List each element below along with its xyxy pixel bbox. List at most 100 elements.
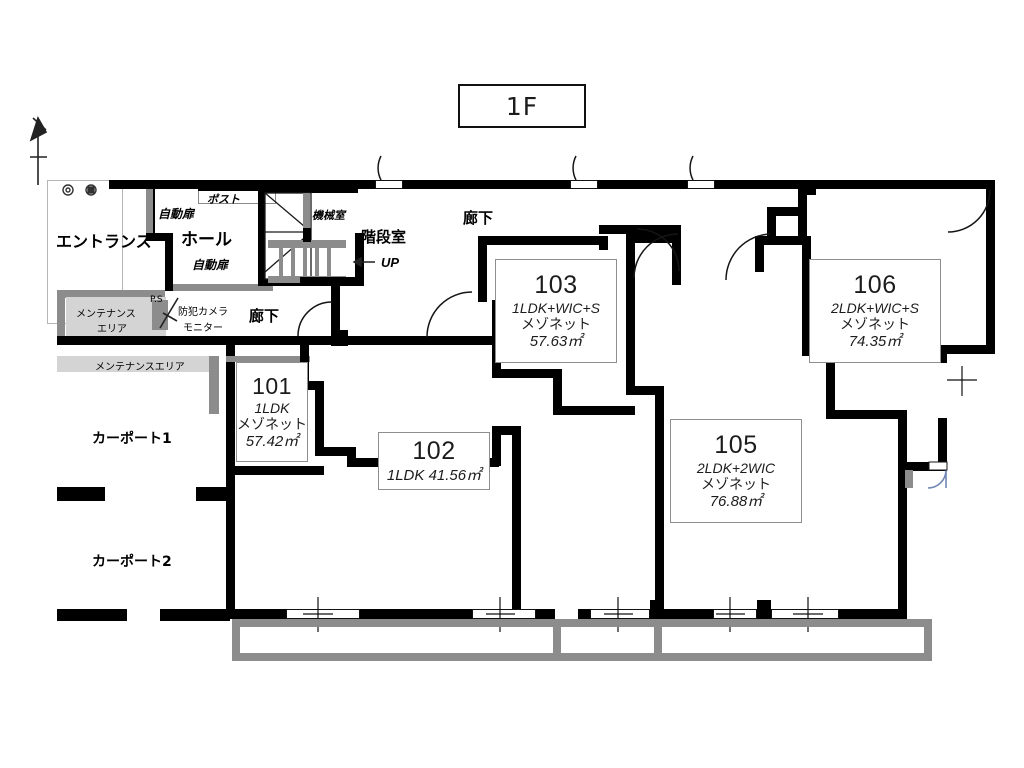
wall-hall-left: [165, 233, 173, 291]
maintenance-area-inner-box: [66, 297, 166, 337]
wall-bottom-seg-6: [653, 609, 713, 619]
maintenance-area-bar: [57, 356, 219, 372]
unit-box-105[interactable]: 105 2LDK+2WIC メゾネット 76.88㎡: [670, 419, 802, 523]
unit-box-106[interactable]: 106 2LDK+WIC+S メゾネット 74.35㎡: [809, 259, 941, 363]
unit-106-style: メゾネット: [840, 316, 910, 333]
wall-105-right-mid: [826, 347, 835, 419]
door-arc-top-2: [572, 155, 577, 181]
wall-machine-room-stub: [303, 228, 311, 242]
wall-105-top: [755, 236, 811, 245]
window-bottom-5: [771, 609, 839, 619]
wall-105-left-jog: [626, 386, 664, 395]
label-corridor-top: 廊下: [463, 209, 494, 227]
balcony-right-edge: [924, 619, 932, 661]
label-carport-1: カーポート1: [92, 431, 172, 447]
wall-101-jog: [300, 381, 324, 390]
wall-101-left: [226, 345, 235, 475]
label-carport-2: カーポート2: [92, 554, 172, 570]
label-post: ポスト: [207, 193, 240, 206]
label-auto-door-2: 自動扉: [192, 258, 229, 272]
wall-corridor-left-stub: [331, 336, 340, 346]
label-auto-door-1: 自動扉: [158, 207, 195, 221]
wall-right-win-bottom: [938, 418, 947, 470]
wall-entrance-top-stub: [109, 180, 125, 189]
gray-auto-door-1: [146, 189, 153, 233]
wall-plan-right-lower: [898, 462, 907, 618]
unit-102-type: 1LDK 41.56㎡: [386, 466, 482, 484]
wall-hall-left-jog: [146, 233, 172, 241]
carport-mark-4: [160, 609, 230, 621]
carport-mark-2: [196, 487, 226, 501]
label-maintenance-inner-2: エリア: [97, 324, 127, 335]
wall-103-bottom-step: [553, 369, 562, 415]
gray-auto-door-2: [173, 284, 273, 291]
gray-entrance-sill-left: [57, 290, 65, 342]
wall-106-left-upper: [798, 186, 807, 238]
window-right-106: [939, 363, 946, 418]
floor-label-box: 1F: [458, 84, 586, 128]
window-bottom-4: [713, 609, 757, 619]
wall-stair-top: [258, 186, 358, 193]
balcony-divider-1: [553, 619, 561, 661]
gray-machine-room-wall: [303, 193, 310, 241]
label-stair-room: 階段室: [361, 228, 407, 246]
label-maintenance-inner-1: メンテナンス: [76, 309, 136, 320]
unit-103-area: 57.63㎡: [529, 333, 583, 351]
wall-stairroom-bottom: [300, 277, 364, 286]
wall-stair-left: [258, 186, 265, 286]
unit-box-102[interactable]: 102 1LDK 41.56㎡: [378, 432, 490, 490]
wall-106-top-stub: [798, 186, 816, 195]
wall-105-left: [655, 394, 664, 618]
wall-bottom-seg-9: [880, 609, 907, 619]
balcony-bottom-edge: [232, 653, 932, 661]
post-box-top: [198, 188, 276, 191]
door-arc-top-1: [377, 155, 382, 181]
unit-103-number: 103: [534, 270, 578, 299]
door-arc-blue-bottom: [927, 469, 947, 489]
door-opening-top-1: [375, 180, 403, 189]
wall-stairroom-down: [331, 286, 340, 344]
wall-right-upper: [986, 180, 995, 345]
unit-101-style: メゾネット: [237, 416, 307, 433]
wall-top-corridor-c: [687, 180, 799, 189]
wall-101-bottom: [226, 466, 324, 475]
door-arc-106: [806, 190, 850, 234]
balcony-left-edge: [232, 619, 240, 661]
door-arc-top-3: [689, 155, 694, 181]
window-bottom-3: [590, 609, 650, 619]
wall-101-right-lower: [315, 381, 324, 447]
wall-bottom-seg-4: [578, 609, 590, 619]
wall-103-bottom-a: [492, 369, 562, 378]
wall-bottom-seg-8: [838, 609, 884, 619]
unit-box-103[interactable]: 103 1LDK+WIC+S メゾネット 57.63㎡: [495, 259, 617, 363]
wall-105-right-upper: [802, 236, 811, 356]
label-ps: P.S: [150, 295, 163, 305]
wall-102-right: [512, 426, 521, 618]
wall-top-corridor-b: [575, 180, 687, 189]
gray-entrance-sill: [57, 290, 165, 298]
label-machine-room: 機械室: [312, 209, 345, 222]
carport-mark-1: [57, 487, 105, 501]
door-arc-right-top: [947, 189, 991, 233]
floor-label-text: 1F: [505, 91, 539, 121]
window-bottom-1: [286, 609, 360, 619]
unit-102-number: 102: [412, 437, 456, 466]
unit-105-number: 105: [714, 430, 758, 459]
unit-106-number: 106: [853, 270, 897, 299]
wall-103-upper-right-span: [599, 225, 681, 234]
label-security-camera-2: モニター: [183, 323, 223, 334]
wall-102-left: [226, 466, 235, 618]
window-center-marks: [303, 366, 977, 632]
window-bottom-2: [472, 609, 536, 619]
wall-105-right-span: [826, 410, 906, 419]
unit-box-101[interactable]: 101 1LDK メゾネット 57.42㎡: [236, 362, 308, 462]
wall-right-win-top: [938, 345, 947, 363]
stair-steps-icon: [279, 247, 331, 276]
unit-103-type: 1LDK+WIC+S: [512, 300, 600, 317]
gray-right-stub: [905, 470, 913, 488]
wall-entrance-bottom: [57, 336, 221, 345]
wall-105-top-stub: [767, 207, 776, 237]
wall-103-right-upper: [626, 234, 635, 274]
door-arc-corridor: [426, 291, 473, 338]
